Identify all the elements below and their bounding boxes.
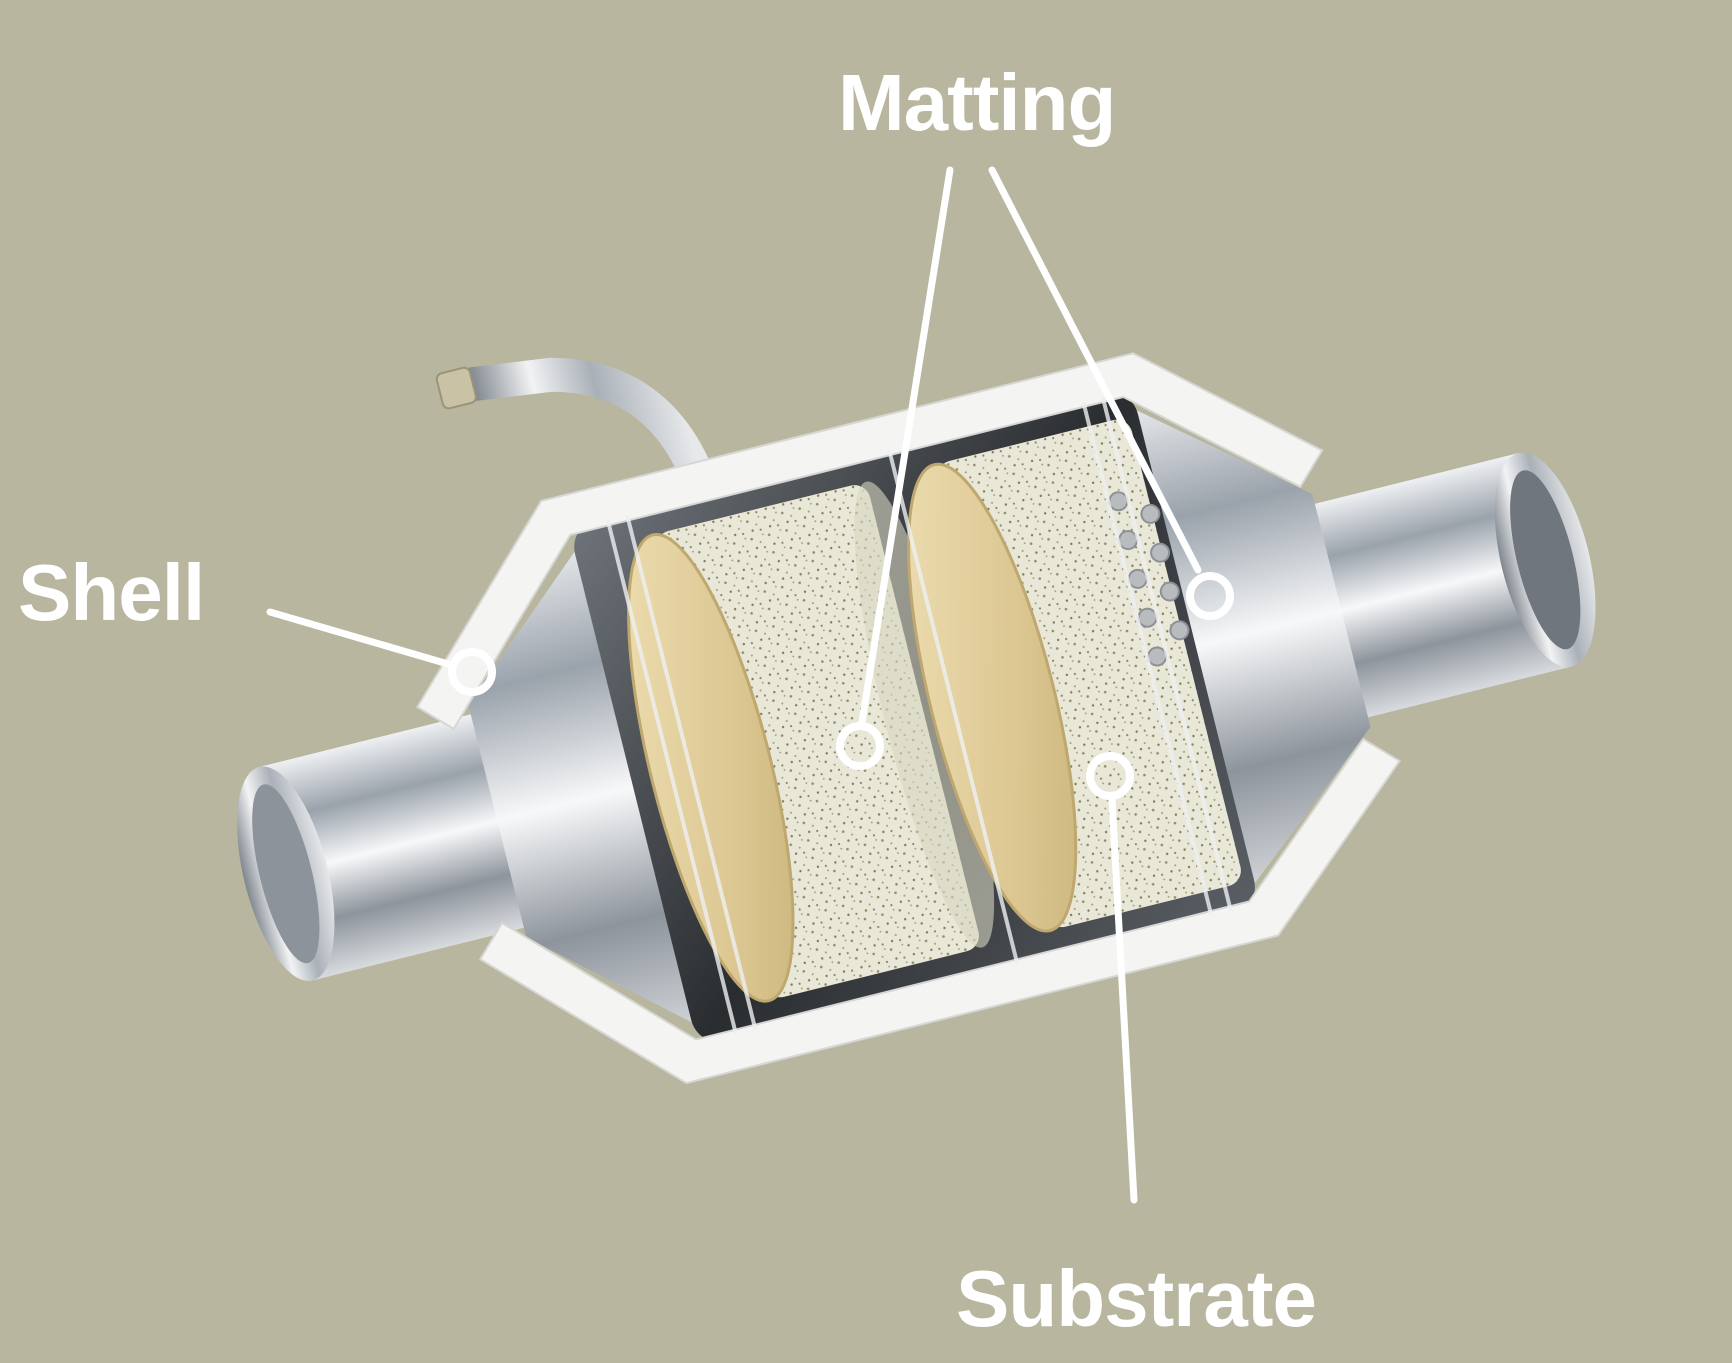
inlet-cone [468, 530, 716, 1035]
brick-2 [907, 419, 1241, 933]
heat-shield-bottom [478, 737, 1402, 1085]
outlet-pipe-bore [1510, 470, 1581, 650]
matting-marker-2 [1186, 572, 1234, 620]
shell-leader-line [266, 608, 452, 668]
can-ribs [605, 396, 1233, 1036]
matting-marker-1 [836, 722, 884, 770]
substrate-2-face [907, 462, 1078, 933]
matting-leader-line-1 [858, 166, 954, 726]
inlet-pipe-bore [252, 784, 320, 964]
brick-1 [627, 481, 995, 1003]
matting-callout: Matting [836, 58, 1234, 770]
shell-callout: Shell [18, 548, 496, 696]
sensor-tube-cap [435, 366, 477, 410]
shell-label: Shell [18, 548, 204, 637]
substrate-marker [1086, 752, 1134, 800]
converter-body [237, 352, 1596, 1085]
matting-leader-line-2 [988, 166, 1202, 574]
vent-holes [1108, 491, 1190, 667]
matting-2 [937, 419, 1241, 928]
shell-marker [448, 648, 496, 696]
substrate-1-face [627, 532, 795, 1003]
matting-1-edge [854, 481, 995, 948]
matting-label: Matting [838, 58, 1115, 147]
substrate-leader-line [1108, 796, 1138, 1204]
substrate-callout: Substrate [956, 752, 1317, 1343]
substrate-label: Substrate [956, 1254, 1316, 1343]
